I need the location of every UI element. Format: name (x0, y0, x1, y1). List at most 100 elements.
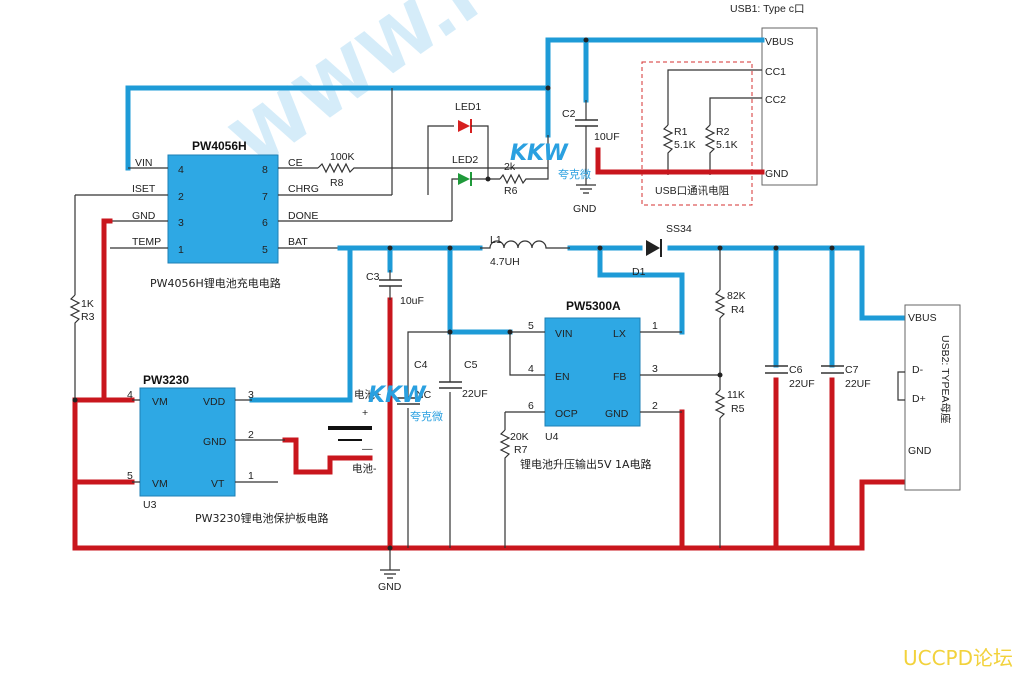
pw4056-pin-iset: ISET (132, 183, 156, 195)
pw4056-pin2-num: 2 (178, 191, 184, 203)
pw3230-pin2-num: 2 (248, 429, 254, 441)
vbus-net-battery (249, 245, 908, 403)
pw4056-pin7-num: 7 (262, 191, 268, 203)
kkw-logo-mid: KKW 夸克微 (368, 383, 443, 423)
r3-resistor (69, 294, 81, 400)
pw5300-pin-lx: LX (613, 328, 626, 340)
pw4056-pin1-num: 1 (178, 244, 184, 256)
c7-value: 22UF (845, 378, 871, 390)
usb1-pin-cc1: CC1 (765, 66, 786, 78)
pw4056-chip (167, 154, 279, 264)
usb-resistor-note: USB口通讯电阻 (655, 184, 730, 197)
pw5300-name: PW5300A (566, 299, 621, 313)
pw5300-pin-en: EN (555, 371, 570, 383)
r2-value: 5.1K (716, 139, 738, 151)
led1 (458, 119, 489, 179)
pw5300-ref: U4 (545, 431, 559, 443)
pw3230-pin-gnd: GND (203, 436, 227, 448)
pw5300-pin3-num: 3 (652, 363, 658, 375)
pw4056-pin-temp: TEMP (132, 236, 161, 248)
r5-ref: R5 (731, 403, 745, 415)
junction-dots (72, 37, 835, 551)
usb1-connector: USB1: Type c口 VBUS CC1 CC2 GND (730, 3, 818, 186)
pw4056-pin3-num: 3 (178, 217, 184, 229)
kkw-logo-top: KKW 夸克微 (510, 141, 591, 181)
brand-watermark: UCCPD论坛 (902, 646, 1013, 670)
r2-ref: R2 (716, 126, 730, 138)
pw3230-ref: U3 (143, 499, 157, 511)
pw3230-name: PW3230 (143, 373, 189, 387)
c2-ref: C2 (562, 108, 576, 120)
usb1-pin-vbus: VBUS (765, 36, 794, 48)
c6-ref: C6 (789, 364, 803, 376)
cc-wires (667, 69, 762, 125)
pw4056-pin-gnd: GND (132, 210, 156, 222)
usb1-pin-cc2: CC2 (765, 94, 786, 106)
r8-resistor (317, 162, 548, 174)
svg-text:GND: GND (908, 445, 932, 457)
usb2-title: USB2: TYPEA母座 (939, 335, 952, 424)
usb2-connector: VBUS D- D+ GND USB2: TYPEA母座 (904, 304, 961, 491)
c5-ref: C5 (464, 359, 478, 371)
gnd-net-main (72, 218, 908, 551)
pw3230-pin-vt: VT (211, 478, 225, 490)
r6-ref: R6 (504, 185, 518, 197)
c3-capacitor (379, 270, 402, 300)
r7-value: 20K (510, 431, 529, 443)
led2 (458, 172, 500, 186)
l1-value: 4.7UH (490, 256, 520, 268)
pw3230-caption: PW3230锂电池保护板电路 (195, 511, 329, 525)
r4-ref: R4 (731, 304, 745, 316)
r5-resistor (714, 389, 726, 419)
gnd-symbol-top (576, 184, 596, 194)
gnd-net-usb1 (595, 147, 765, 175)
c2-value: 10UF (594, 131, 620, 143)
pw5300-pin-ocp: OCP (555, 408, 578, 420)
pw4056-pin-done: DONE (288, 210, 318, 222)
battery-symbol (328, 426, 372, 441)
pw5300-pin5-num: 5 (528, 320, 534, 332)
c5-capacitor (439, 381, 462, 389)
pw4056-pin-bat: BAT (288, 236, 308, 248)
usb-resistor-box (641, 61, 753, 206)
pw3230-pin1-num: 1 (248, 470, 254, 482)
r3-value: 1K (81, 298, 94, 310)
c4-value: NC (416, 389, 432, 401)
usb1-title: USB1: Type c口 (730, 3, 805, 15)
c4-ref: C4 (414, 359, 428, 371)
svg-text:夸克微: 夸克微 (410, 409, 443, 423)
pw3230-pin-vm2: VM (152, 478, 168, 490)
r2-resistor (704, 124, 716, 175)
svg-text:KKW: KKW (510, 141, 570, 166)
pw4056-caption: PW4056H锂电池充电电路 (150, 276, 281, 290)
d1-diode (646, 239, 662, 257)
pw3230-pin5-num: 5 (127, 470, 133, 482)
pw5300-pin-vin: VIN (555, 328, 573, 340)
gnd-label-bottom: GND (378, 581, 402, 593)
l1-inductor (480, 240, 570, 249)
usb1-pin-gnd: GND (765, 168, 789, 180)
svg-text:VBUS: VBUS (908, 312, 937, 324)
svg-text:KKW: KKW (368, 383, 428, 408)
c4-capacitor (397, 397, 420, 405)
c7-ref: C7 (845, 364, 859, 376)
c5-value: 22UF (462, 388, 488, 400)
pw3230-pin3-num: 3 (248, 389, 254, 401)
svg-text:D-: D- (912, 364, 924, 376)
pw3230-pin-vdd: VDD (203, 396, 226, 408)
r8-value: 100K (330, 151, 355, 163)
battery-plus-sign: + (362, 407, 368, 419)
r4-value: 82K (727, 290, 746, 302)
c2-capacitor (575, 100, 598, 142)
r6-value: 2k (504, 161, 516, 173)
led2-label: LED2 (452, 154, 478, 166)
pw4056-pin6-num: 6 (262, 217, 268, 229)
d1-value: SS34 (666, 223, 692, 235)
pw4056-pin4-num: 4 (178, 164, 184, 176)
r3-ref: R3 (81, 311, 95, 323)
pw4056-pin5-num: 5 (262, 244, 268, 256)
pw5300-pin4-num: 4 (528, 363, 534, 375)
c6-capacitor (765, 365, 788, 374)
pw5300-pin6-num: 6 (528, 400, 534, 412)
battery-minus-label: 电池- (352, 462, 377, 475)
